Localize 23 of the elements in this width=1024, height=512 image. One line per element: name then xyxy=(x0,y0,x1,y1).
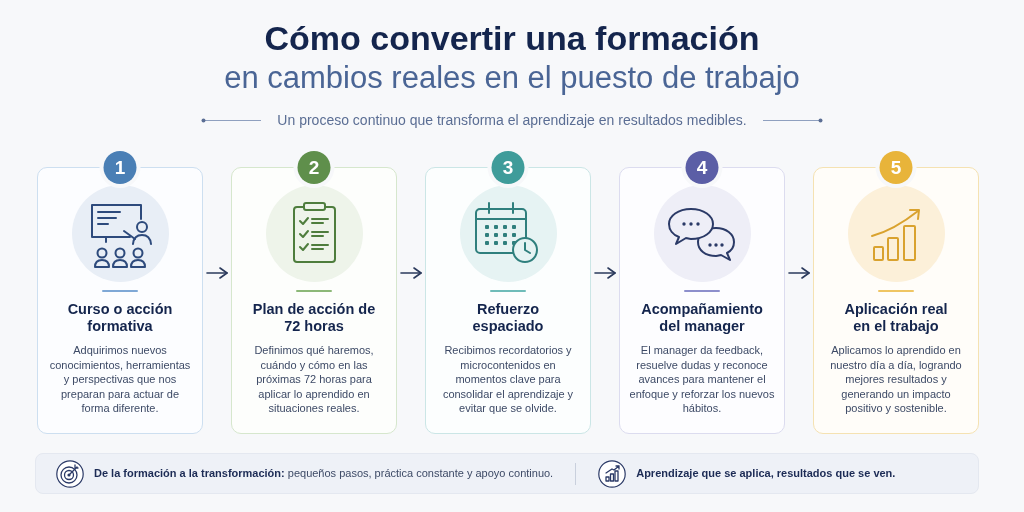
step-heading: Acompañamiento del manager xyxy=(640,301,764,335)
step-description: Aplicamos lo aprendido en nuestro día a día, logrando mejores resultados y generando un impacto positivo y sostenible. xyxy=(829,343,963,416)
step-number-badge: 5 xyxy=(879,151,913,184)
summary-bar xyxy=(35,453,979,494)
step-heading: Curso o acción formativa xyxy=(66,301,174,335)
title: Cómo convertir una formación en cambios reales en el puesto de trabajo xyxy=(224,18,800,97)
step-heading: Refuerzo espaciado xyxy=(471,301,545,335)
step-description: Adquirimos nuevos conocimientos, herramientas y perspectivas que nos preparan para actuar de forma diferente. xyxy=(48,343,192,416)
step-heading: Aplicación real en el trabajo xyxy=(843,301,949,335)
arrow xyxy=(400,267,422,279)
step-description: Recibimos recordatorios y microcontenidos en momentos clave para consolidar el aprendizaje y evitar que se olvide. xyxy=(441,343,575,416)
summary-note: De la formación a la transformación: pequeños pasos, práctica constante y apoyo continuo. xyxy=(94,466,554,482)
arrow xyxy=(206,267,228,279)
step-description: El manager da feedback, resuelve dudas y reconoce avances para mantener el enfoque y reforzar los nuevos hábitos. xyxy=(628,343,776,416)
summary-slogan: Aprendizaje que se aplica, resultados que se ven. xyxy=(636,466,896,482)
step-number-badge: 1 xyxy=(103,151,137,184)
arrow xyxy=(594,267,616,279)
step-number-badge: 2 xyxy=(297,151,331,184)
step-number-badge: 4 xyxy=(685,151,719,184)
step-description: Definimos qué haremos, cuándo y cómo en las próximas 72 horas para aplicar lo aprendido en situaciones reales. xyxy=(253,343,375,416)
subtitle: Un proceso continuo que transforma el aprendizaje en resultados medibles. xyxy=(277,111,747,129)
arrow xyxy=(788,267,810,279)
step-heading: Plan de acción de 72 horas xyxy=(251,301,377,335)
